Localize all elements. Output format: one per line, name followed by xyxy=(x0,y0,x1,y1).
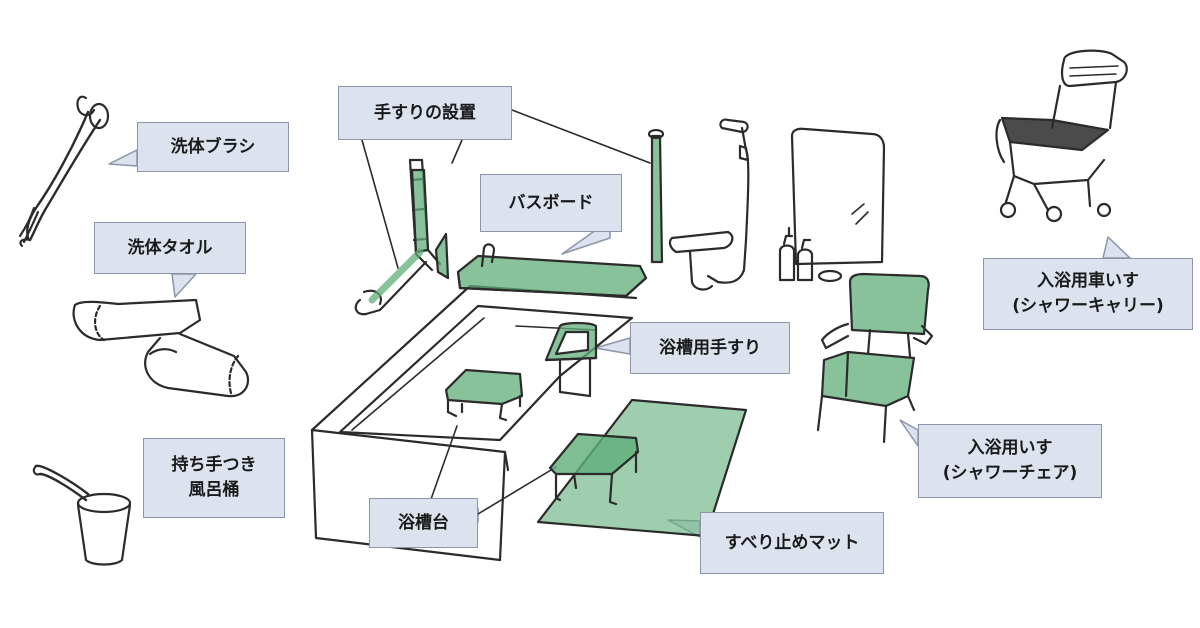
wall-handrail-drawing xyxy=(354,158,450,316)
label-handrail-installation: 手すりの設置 xyxy=(338,86,512,140)
label-tub-handrail: 浴槽用手すり xyxy=(630,322,790,374)
label-bath-towel: 洗体タオル xyxy=(94,222,246,274)
label-bath-board-text: バスボード xyxy=(508,192,594,213)
mirror-drawing xyxy=(790,127,886,266)
label-anti-slip-mat: すべり止めマット xyxy=(700,512,884,574)
label-bath-basin-line1: 持ち手つき xyxy=(171,455,257,476)
bath-towel-drawing xyxy=(72,298,250,398)
label-shower-carrier-line1: 入浴用車いす xyxy=(1037,271,1139,292)
vertical-grab-bar-drawing xyxy=(647,128,665,264)
label-bath-basin: 持ち手つき 風呂桶 xyxy=(143,438,285,518)
label-shower-chair-line2: (シャワーチェア) xyxy=(942,463,1078,483)
tub-step-drawing xyxy=(444,368,524,422)
label-tub-handrail-text: 浴槽用手すり xyxy=(659,337,761,358)
label-bath-brush: 洗体ブラシ xyxy=(137,122,289,172)
label-bath-basin-line2: 風呂桶 xyxy=(188,480,240,500)
label-shower-chair: 入浴用いす (シャワーチェア) xyxy=(918,424,1102,498)
tub-handrail-drawing xyxy=(544,321,598,398)
bath-basin-drawing xyxy=(32,464,132,566)
label-bath-board: バスボード xyxy=(480,174,622,232)
toiletries-drawing xyxy=(778,226,843,283)
label-bath-towel-text: 洗体タオル xyxy=(127,237,213,258)
label-handrail-installation-text: 手すりの設置 xyxy=(374,102,476,123)
floor-stool-drawing xyxy=(548,432,640,506)
label-tub-step: 浴槽台 xyxy=(369,498,478,548)
shower-carrier-drawing xyxy=(995,49,1128,223)
label-bath-brush-text: 洗体ブラシ xyxy=(170,136,256,157)
bath-brush-drawing xyxy=(18,95,110,248)
shower-drawing xyxy=(668,118,750,291)
label-shower-chair-line1: 入浴用いす xyxy=(967,438,1053,459)
label-shower-carrier: 入浴用車いす (シャワーキャリー) xyxy=(983,258,1193,330)
bath-board-drawing xyxy=(456,243,648,298)
label-anti-slip-mat-text: すべり止めマット xyxy=(724,532,860,553)
shower-chair-drawing xyxy=(816,272,934,444)
label-shower-carrier-line2: (シャワーキャリー) xyxy=(1012,296,1164,316)
label-tub-step-text: 浴槽台 xyxy=(398,512,449,533)
